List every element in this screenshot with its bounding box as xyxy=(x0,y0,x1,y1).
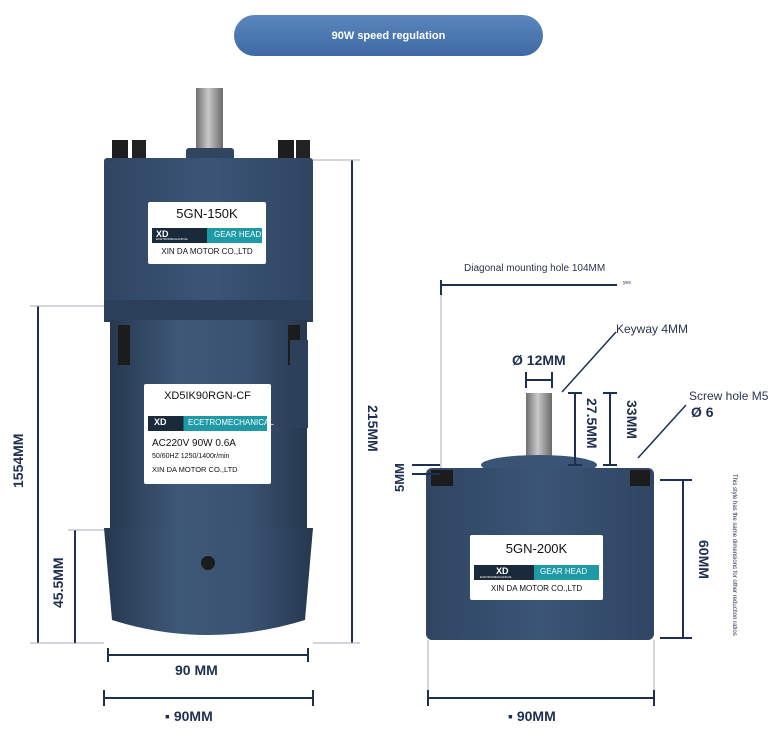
left-motor xyxy=(104,88,313,635)
label-keyway: Keyway 4MM xyxy=(616,322,689,336)
right-gear-sub: ECETROMECHANICAL xyxy=(480,575,513,579)
left-motor-spec2: 50/60HZ 1250/1400r/min xyxy=(152,453,230,460)
label-total-shaft: 33MM xyxy=(624,400,640,439)
left-fan-cover xyxy=(104,528,313,635)
left-motor-company: XIN DA MOTOR CO.,LTD xyxy=(152,465,238,474)
label-shaft-diameter: Ø 12MM xyxy=(512,352,566,368)
label-body-width: 90 MM xyxy=(175,662,218,678)
left-bolt-1 xyxy=(112,140,128,158)
label-diagonal-hole: Diagonal mounting hole 104MM xyxy=(464,263,606,274)
label-yes: yes xyxy=(623,280,631,286)
left-flange xyxy=(104,300,313,322)
right-bolt-2 xyxy=(630,470,650,486)
left-bolt-3 xyxy=(132,140,146,158)
title-banner: 90W speed regulation xyxy=(234,15,543,56)
left-gear-type: GEAR HEAD xyxy=(214,230,262,239)
label-box-width: ▪ 90MM xyxy=(508,708,556,724)
right-bolt-1 xyxy=(431,470,453,486)
left-motor-plate: XD5IK90RGN-CF XD ECETROMECHANICAL AC220V… xyxy=(144,384,274,484)
right-gear-brand: XD xyxy=(496,566,509,576)
left-screw-l xyxy=(118,325,130,365)
left-gear-sub: ECETROMECHANICAL xyxy=(156,237,189,241)
right-gear-plate: 5GN-200K XD GEAR HEAD ECETROMECHANICAL X… xyxy=(470,535,603,600)
left-gear-brand: XD xyxy=(156,229,169,239)
label-screw-hole: Screw hole M5 xyxy=(689,389,769,403)
right-shaft xyxy=(526,393,552,465)
label-screw-diameter: Ø 6 xyxy=(691,404,714,420)
left-motor-model: XD5IK90RGN-CF xyxy=(164,390,251,402)
label-bottom-height: 45.5MM xyxy=(50,557,66,608)
left-motor-spec1: AC220V 90W 0.6A xyxy=(152,438,236,449)
left-gear-company: XIN DA MOTOR CO.,LTD xyxy=(161,247,253,256)
left-gear-plate: 5GN-150K XD GEAR HEAD ECETROMECHANICAL X… xyxy=(148,202,266,264)
left-motor-type: ECETROMECHANICAL xyxy=(188,418,274,427)
label-shaft-length: 27.5MM xyxy=(584,398,600,449)
left-gear-model: 5GN-150K xyxy=(176,206,238,221)
right-motor xyxy=(426,393,654,640)
label-motor-height: 1554MM xyxy=(10,433,26,488)
left-shaft xyxy=(196,88,223,158)
label-flange-width: ▪ 90MM xyxy=(165,708,213,724)
right-gear-type: GEAR HEAD xyxy=(540,567,588,576)
label-box-height: 60MM xyxy=(696,540,712,579)
left-terminal-box xyxy=(290,340,308,428)
left-bolt-2 xyxy=(278,140,294,158)
left-cover-screw xyxy=(201,556,215,570)
right-gear-model: 5GN-200K xyxy=(505,541,568,556)
right-gear-company: XIN DA MOTOR CO.,LTD xyxy=(490,584,583,593)
label-note: This style has the same dimensions for o… xyxy=(731,474,737,636)
left-motor-brand: XD xyxy=(154,417,167,427)
left-bolt-4 xyxy=(296,140,310,158)
label-total-height: 215MM xyxy=(365,405,381,452)
dimension-lines xyxy=(30,159,692,706)
label-boss-height: 5MM xyxy=(392,463,407,492)
